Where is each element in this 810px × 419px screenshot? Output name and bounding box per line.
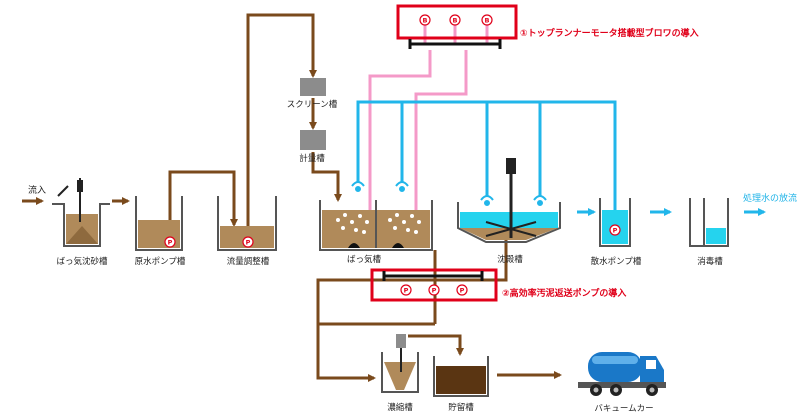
pump-letter: P [613, 227, 618, 235]
note-pump: ②高効率汚泥返送ポンプの導入 [502, 287, 626, 299]
label-equalization-tank: 流量調整槽 [227, 256, 270, 267]
screen-tank [300, 78, 326, 96]
diffuser-icons [351, 181, 547, 206]
blower-highlight-box [396, 4, 518, 40]
label-discharge-pump-tank: 散水ポンプ槽 [591, 256, 642, 267]
pump-header [382, 271, 484, 281]
sewage-flow-lines [22, 13, 562, 382]
pump-letter: P [460, 287, 465, 295]
thickening-tank [381, 334, 419, 393]
water-flow-lines [356, 100, 766, 226]
metering-tank [300, 130, 326, 150]
vacuum-car [578, 352, 666, 396]
metering-to-aeration-line [311, 152, 342, 202]
label-thickening-tank: 濃縮槽 [387, 402, 413, 413]
thickening-to-storage-line [408, 334, 464, 356]
label-screen-tank: スクリーン槽 [287, 99, 338, 110]
blower-letter: B [423, 17, 428, 25]
grit-tank [52, 178, 110, 247]
pump-icon: P [456, 284, 468, 296]
pump-letter: P [432, 287, 437, 295]
label-disinfection-tank: 消毒槽 [697, 256, 723, 267]
storage-tank [433, 356, 489, 397]
disinfection-tank [689, 198, 729, 247]
label-inflow: 流入 [28, 184, 46, 196]
label-grit-tank: ばっ気沈砂槽 [56, 256, 108, 267]
label-raw-pump-tank: 原水ポンプ槽 [135, 256, 186, 267]
air-supply-lines [368, 22, 489, 218]
blower-icon: B [419, 14, 431, 26]
pump-letter: P [246, 239, 251, 247]
settling-tank [457, 158, 561, 243]
raw-pump-tank [135, 196, 183, 251]
blower-header [408, 39, 502, 49]
label-metering-tank: 計量槽 [299, 153, 325, 164]
label-storage-tank: 貯留槽 [448, 402, 474, 413]
label-vacuum-car: バキュームカー [594, 404, 653, 414]
label-settling-tank: 沈殿槽 [497, 254, 523, 265]
equalization-to-screen-line [246, 13, 317, 237]
pump-icon: P [609, 224, 621, 236]
pump-letter: P [404, 287, 409, 295]
pump-icon: P [242, 236, 254, 248]
pump-highlight-box [370, 268, 498, 302]
pump-icon: P [164, 236, 176, 248]
blower-icon: B [449, 14, 461, 26]
blower-icon: B [481, 14, 493, 26]
label-aeration-tank: ばっ気槽 [347, 254, 382, 265]
aeration-tank [319, 200, 433, 251]
pump-to-equalization-line [168, 170, 238, 236]
pump-letter: P [168, 239, 173, 247]
blower-letter: B [453, 17, 458, 25]
note-blower: ①トップランナーモータ搭載型ブロワの導入 [520, 27, 699, 39]
pump-icon: P [428, 284, 440, 296]
pump-icon: P [400, 284, 412, 296]
blower-letter: B [485, 17, 490, 25]
label-treated-discharge: 処理水の放流 [743, 192, 797, 204]
sludge-main-line [316, 232, 508, 382]
